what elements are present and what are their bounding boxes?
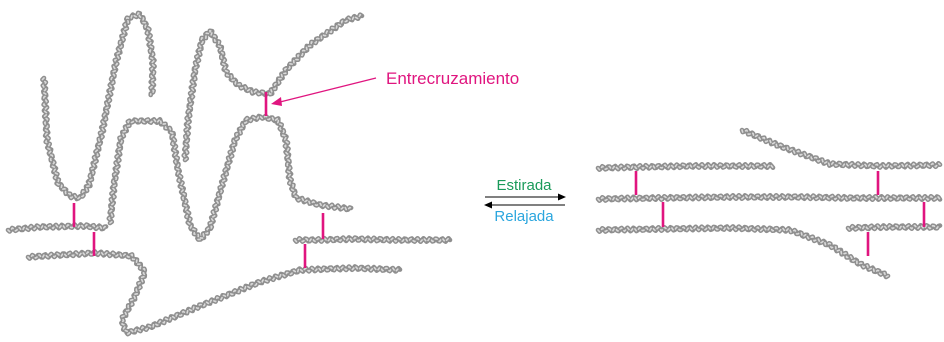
polypeptide-chain — [106, 113, 354, 242]
polypeptide-chain — [595, 224, 891, 280]
polypeptide-chain-highlight — [597, 225, 889, 278]
relaxed-label: Relajada — [494, 208, 554, 225]
relax-arrowhead — [484, 201, 492, 209]
relaxed-crosslinks — [72, 92, 325, 268]
polypeptide-chain — [25, 249, 403, 337]
stretched-label: Estirada — [496, 177, 552, 194]
leader-line — [275, 77, 377, 104]
polypeptide-chain-highlight — [597, 194, 941, 202]
polypeptide-chain-highlight — [597, 163, 774, 171]
polypeptide-chain-highlight — [27, 250, 401, 335]
polypeptide-chain-highlight — [41, 12, 156, 200]
polypeptide-chain-highlight — [741, 129, 941, 169]
transition-arrows: Estirada Relajada — [484, 177, 566, 225]
leader-arrowhead — [271, 97, 282, 106]
polypeptide-chain-highlight — [847, 224, 941, 231]
polypeptide-chain-highlight — [294, 236, 451, 243]
polypeptide-chain — [40, 10, 157, 202]
crosslink-callout: Entrecruzamiento — [271, 69, 519, 106]
polypeptide-chain-highlight — [182, 13, 363, 161]
stretch-arrowhead — [558, 193, 566, 201]
polypeptide-chain-highlight — [7, 223, 107, 233]
relaxed-network — [5, 10, 453, 337]
polypeptide-chain — [739, 127, 943, 170]
crosslink-label: Entrecruzamiento — [386, 69, 519, 88]
polypeptide-chain-highlight — [108, 115, 352, 241]
polypeptide-chain — [181, 12, 365, 163]
stretched-network — [595, 127, 943, 280]
stretched-crosslinks — [634, 171, 926, 256]
